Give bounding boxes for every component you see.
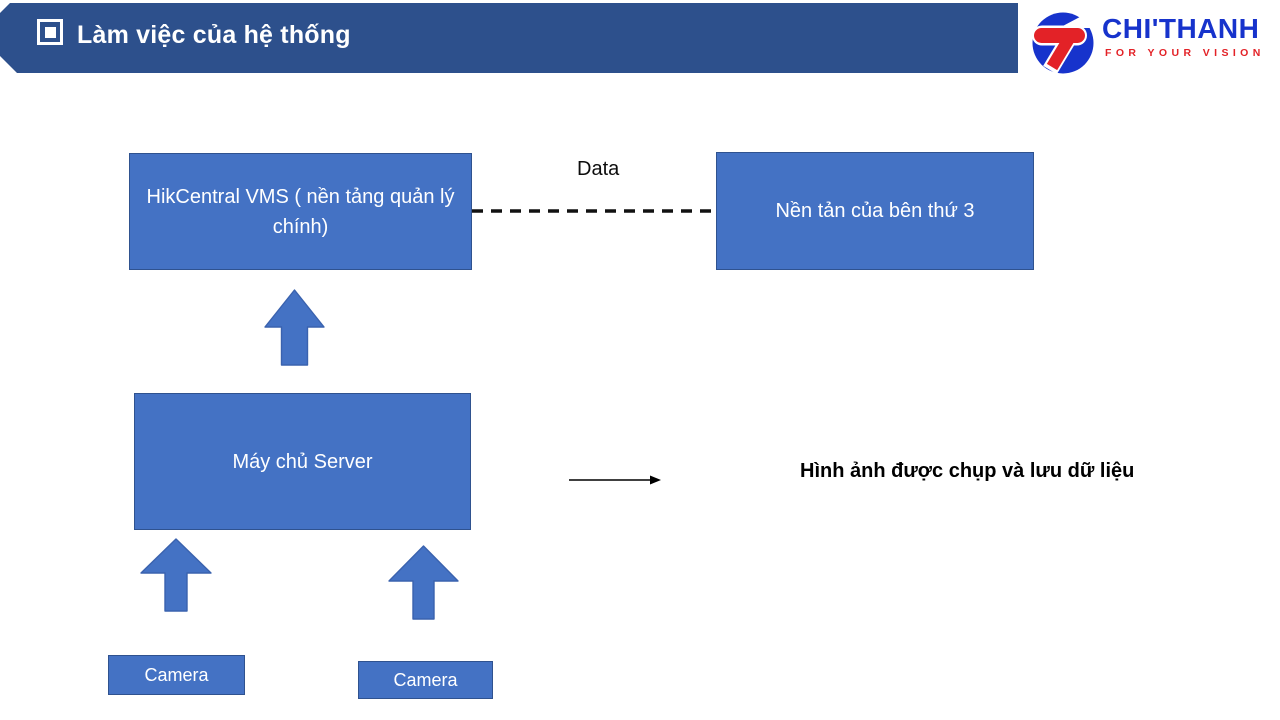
dashed-connector-line — [472, 209, 716, 213]
node-label: Camera — [144, 664, 209, 685]
connector-label-data: Data — [577, 158, 620, 180]
node-camera-1: Camera — [108, 655, 245, 695]
node-third-party-platform: Nền tản của bên thứ 3 — [716, 152, 1034, 270]
chithanh-logo-icon — [1032, 11, 1095, 75]
square-bullet-inner — [44, 26, 56, 38]
square-bullet-icon — [37, 19, 63, 45]
node-label: Máy chủ Server — [232, 450, 373, 473]
header-banner — [0, 3, 1018, 73]
right-arrow-icon — [569, 475, 661, 485]
node-label: Nền tản của bên thứ 3 — [775, 200, 975, 222]
node-server: Máy chủ Server — [134, 393, 471, 530]
logo-wordmark: CHI'THANH — [1102, 13, 1260, 44]
node-label: Camera — [393, 669, 458, 690]
node-camera-2: Camera — [358, 661, 493, 699]
page-title: Làm việc của hệ thống — [77, 21, 351, 49]
block-arrow-up-icon — [264, 289, 325, 366]
caption-image-storage: Hình ảnh được chụp và lưu dữ liệu — [800, 460, 1135, 482]
block-arrow-up-icon — [388, 545, 459, 620]
block-arrow-up-icon — [140, 538, 212, 612]
company-logo: CHI'THANH FOR YOUR VISION — [1026, 8, 1276, 78]
node-label: HikCentral VMS ( nền tảng quản lý chính) — [146, 185, 455, 238]
logo-tagline: FOR YOUR VISION — [1105, 47, 1265, 59]
node-hikcentral-vms: HikCentral VMS ( nền tảng quản lý chính) — [129, 153, 472, 270]
